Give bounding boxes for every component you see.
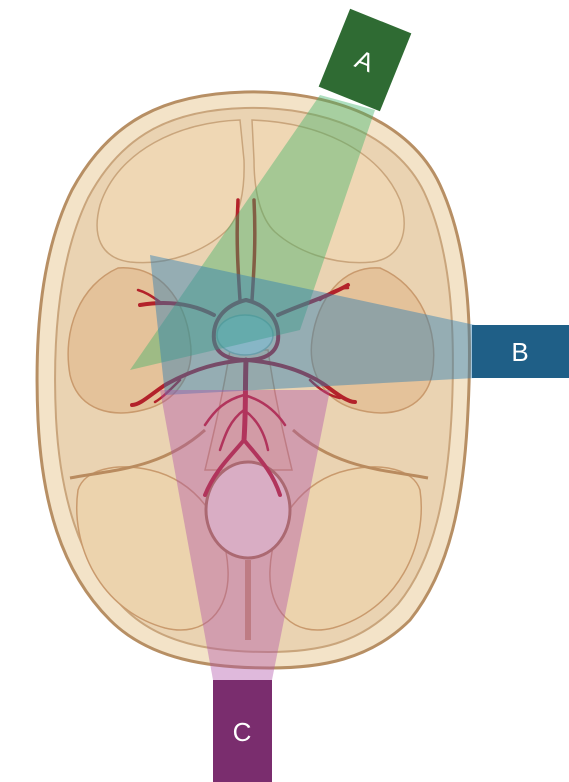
label-c: C — [233, 717, 252, 747]
label-box-c: C — [213, 680, 272, 782]
label-box-b: B — [472, 325, 569, 378]
label-b: B — [511, 337, 528, 367]
label-box-a: A — [319, 9, 412, 112]
